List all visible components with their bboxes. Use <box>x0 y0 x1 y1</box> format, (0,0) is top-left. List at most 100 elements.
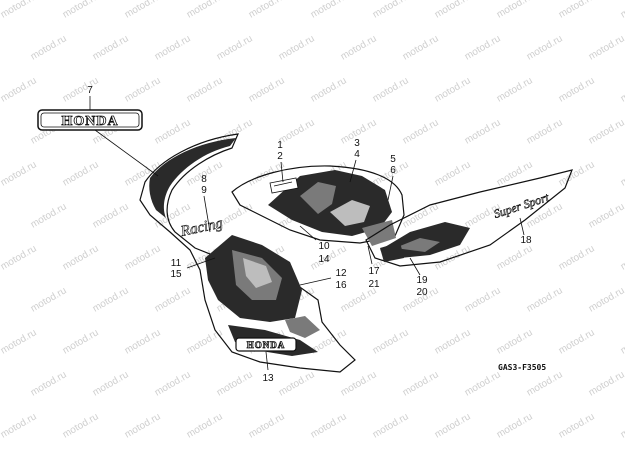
watermark-text: motod.ru <box>123 327 163 356</box>
watermark-text: motod.ru <box>371 411 411 440</box>
watermark-text: motod.ru <box>619 159 625 188</box>
watermark-text: motod.ru <box>433 411 473 440</box>
watermark-text: motod.ru <box>495 411 535 440</box>
watermark-text: motod.ru <box>61 327 101 356</box>
watermark-text: motod.ru <box>153 33 193 62</box>
watermark-text: motod.ru <box>153 285 193 314</box>
watermark-text: motod.ru <box>463 285 503 314</box>
watermark-text: motod.ru <box>215 33 255 62</box>
watermark-text: motod.ru <box>61 75 101 104</box>
watermark-text: motod.ru <box>495 243 535 272</box>
callout-13: 13 <box>262 373 274 384</box>
watermark-text: motod.ru <box>433 75 473 104</box>
watermark-text: motod.ru <box>587 33 625 62</box>
callout-15: 15 <box>170 269 182 280</box>
callout-16: 16 <box>335 280 347 291</box>
watermark-text: motod.ru <box>557 327 597 356</box>
watermark-text: motod.ru <box>277 369 317 398</box>
honda-emblem-bottom-text: HONDA <box>247 340 286 350</box>
watermark-text: motod.ru <box>587 117 625 146</box>
watermark-text: motod.ru <box>185 0 225 21</box>
watermark-text: motod.ru <box>123 243 163 272</box>
watermark-text: motod.ru <box>339 33 379 62</box>
watermark-text: motod.ru <box>309 75 349 104</box>
callout-20: 20 <box>416 287 428 298</box>
watermark-text: motod.ru <box>0 159 39 188</box>
watermark-text: motod.ru <box>619 75 625 104</box>
callout-4: 4 <box>354 149 360 160</box>
watermark-text: motod.ru <box>123 75 163 104</box>
honda-emblem-top-text: HONDA <box>61 114 118 129</box>
watermark-text: motod.ru <box>91 33 131 62</box>
watermark-text: motod.ru <box>247 0 287 21</box>
watermark-text: motod.ru <box>309 411 349 440</box>
diagram-code: GAS3-F3505 <box>498 363 546 372</box>
watermark-text: motod.ru <box>123 0 163 21</box>
honda-emblem-bottom: HONDA <box>235 337 297 352</box>
watermark-text: motod.ru <box>277 33 317 62</box>
watermark-text: motod.ru <box>525 369 565 398</box>
watermark-text: motod.ru <box>29 201 69 230</box>
watermark-text: motod.ru <box>619 411 625 440</box>
watermark-text: motod.ru <box>247 75 287 104</box>
callout-9: 9 <box>201 185 207 196</box>
callout-numbers: 7 1 2 3 4 5 6 8 9 10 14 11 15 12 16 17 2… <box>87 85 532 384</box>
watermark-text: motod.ru <box>463 33 503 62</box>
callout-11: 11 <box>171 258 182 269</box>
watermark-text: motod.ru <box>525 117 565 146</box>
callout-21: 21 <box>368 279 380 290</box>
callout-14: 14 <box>318 254 330 265</box>
callout-3: 3 <box>354 138 360 149</box>
watermark-text: motod.ru <box>401 33 441 62</box>
watermark-text: motod.ru <box>557 243 597 272</box>
watermark-text: motod.ru <box>277 117 317 146</box>
watermark-text: motod.ru <box>247 411 287 440</box>
watermark-text: motod.ru <box>495 75 535 104</box>
watermark-text: motod.ru <box>91 369 131 398</box>
watermark-text: motod.ru <box>433 159 473 188</box>
watermark-text: motod.ru <box>91 285 131 314</box>
front-cowl <box>139 133 356 373</box>
callout-7: 7 <box>87 85 93 96</box>
watermark-text: motod.ru <box>371 327 411 356</box>
watermark-text: motod.ru <box>29 369 69 398</box>
watermark-text: motod.ru <box>185 411 225 440</box>
tail-section <box>365 169 573 267</box>
watermark-text: motod.ru <box>619 0 625 21</box>
watermark-text: motod.ru <box>433 0 473 21</box>
callout-8: 8 <box>201 174 207 185</box>
watermark-text: motod.ru <box>91 201 131 230</box>
watermark-text: motod.ru <box>495 327 535 356</box>
callout-12: 12 <box>335 268 347 279</box>
watermark-text: motod.ru <box>153 369 193 398</box>
watermark-text: motod.ru <box>61 159 101 188</box>
watermark-text: motod.ru <box>401 369 441 398</box>
watermark-text: motod.ru <box>309 0 349 21</box>
watermark-text: motod.ru <box>525 33 565 62</box>
callout-18: 18 <box>520 235 532 246</box>
watermark-text: motod.ru <box>371 75 411 104</box>
watermark-text: motod.ru <box>29 33 69 62</box>
side-panel <box>231 165 405 246</box>
leader-lines <box>89 96 525 371</box>
watermark-text: motod.ru <box>0 411 39 440</box>
watermark-text: motod.ru <box>0 0 39 21</box>
watermark-text: motod.ru <box>371 0 411 21</box>
watermark-text: motod.ru <box>153 117 193 146</box>
watermark-text: motod.ru <box>339 369 379 398</box>
watermark-text: motod.ru <box>185 75 225 104</box>
watermark-text: motod.ru <box>557 0 597 21</box>
callout-10: 10 <box>318 241 330 252</box>
racing-script: Racing <box>178 215 224 240</box>
watermark-text: motod.ru <box>587 285 625 314</box>
watermark-text: motod.ru <box>525 285 565 314</box>
watermark-text: motod.ru <box>0 243 39 272</box>
watermark-text: motod.ru <box>619 327 625 356</box>
watermark-text: motod.ru <box>0 327 39 356</box>
watermark-text: motod.ru <box>587 369 625 398</box>
watermark-text: motod.ru <box>495 0 535 21</box>
callout-5: 5 <box>390 154 396 165</box>
callout-2: 2 <box>277 151 283 162</box>
watermark-text: motod.ru <box>433 327 473 356</box>
